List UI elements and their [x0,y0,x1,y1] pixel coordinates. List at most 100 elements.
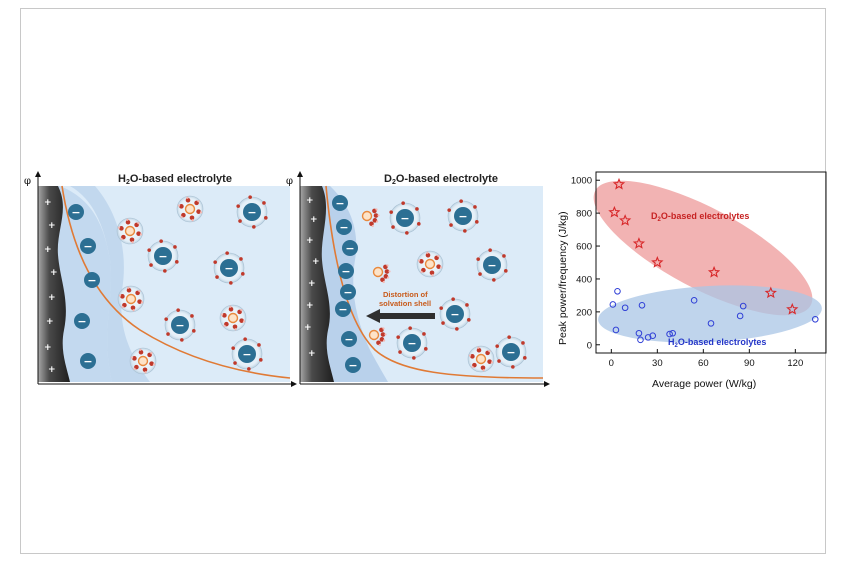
svg-text:−: − [339,221,348,234]
hydrated-cation [129,347,157,375]
svg-text:−: − [87,274,96,287]
hydrated-anion: − [231,337,263,371]
svg-text:−: − [335,197,344,210]
svg-text:−: − [242,348,251,361]
positive-charge: + [48,221,56,231]
positive-charge: + [308,279,316,289]
h2o-data-point [811,315,819,323]
potential-curve [325,185,544,379]
ions: − − − − − − − − − − [68,195,268,375]
electrode [38,186,70,382]
h2o-data-point [666,330,673,338]
hydrated-anion: − [338,263,354,279]
svg-text:−: − [247,206,256,219]
hydrated-anion: − [147,239,179,273]
h2o-data-point [707,320,715,327]
d2o-data-point [707,265,721,278]
phi-axis-label: φ [286,176,293,187]
hydrated-cation [368,327,387,347]
hydrated-cation [117,285,145,313]
phi-axis-label: φ [24,176,31,187]
y-tick-label: 400 [576,274,592,285]
positive-charge: + [312,257,320,267]
hydrated-anion: − [439,297,471,331]
d2o-data-point [608,205,621,218]
d2o-data-point [764,286,777,299]
hydrated-anion: − [476,248,508,282]
svg-text:−: − [407,337,416,350]
h2o-data-point [669,329,676,337]
d2o-data-point [632,237,646,249]
hydrated-cation [116,217,144,245]
annotation-distortion-line2: solvation shell [379,299,431,308]
hydrated-cation [372,264,391,284]
hydrated-anion: − [164,308,196,342]
x-tick-label: 120 [787,358,803,369]
positive-charge: + [48,365,56,375]
svg-text:−: − [343,286,352,299]
hydrated-anion: − [213,251,245,285]
annotation-distortion-line1: Distortion of [383,290,428,299]
hydrated-anion: − [74,313,90,329]
hydrated-anion: − [396,326,428,360]
positive-charge: + [308,349,316,359]
legend-label-d2o: D2O-based electrolytes [651,211,749,223]
h2o-data-point [690,297,698,304]
hydrated-cation [219,304,247,332]
hydrated-cation [176,195,204,223]
x-axis-label: Average power (W/kg) [652,378,756,390]
y-tick-label: 800 [576,209,592,220]
hydrated-anion: − [332,195,348,211]
hydrated-anion: − [342,240,358,256]
svg-text:−: − [175,319,184,332]
h2o-data-point [736,312,744,320]
h2o-data-point [649,332,657,340]
positive-charge: + [46,317,54,327]
panel-title-d2o: D2O-based electrolyte [384,173,498,186]
potential-curve [61,185,291,379]
positive-charge: + [48,293,56,303]
h2o-data-point [609,301,617,308]
hydrated-anion: − [236,195,268,229]
x-tick-label: 30 [652,358,663,369]
positive-charge: + [44,245,52,255]
electrode [300,186,334,382]
hydrated-anion: − [335,301,351,317]
svg-text:−: − [224,262,233,275]
hydrated-anion: − [341,331,357,347]
svg-text:−: − [338,303,347,316]
svg-text:−: − [77,315,86,328]
hydrated-cation [416,250,444,278]
svg-text:−: − [71,206,80,219]
svg-text:−: − [400,212,409,225]
y-tick-label: 200 [576,307,592,318]
hydrated-anion: − [447,199,479,233]
h2o-data-point [612,326,620,334]
h2o-data-point [638,301,646,309]
hydrated-anion: − [68,204,84,220]
positive-charge: + [310,215,318,225]
h2o-data-point [637,336,644,344]
positive-charge: + [44,343,52,353]
positive-charge: + [306,301,314,311]
svg-text:−: − [345,242,354,255]
positive-charge: + [44,198,52,208]
d2o-double-layer-panel: ++++++++ φ D2O-based electrolyte −−−−−−−… [286,171,550,387]
x-tick-label: 90 [744,358,755,369]
ions: −−−−−−−−−−−−−− [332,195,527,373]
hydrated-anion: − [495,335,527,369]
hydrated-anion: − [389,201,421,235]
y-tick-label: 0 [587,340,592,351]
x-tick-label: 0 [609,358,614,369]
hydrated-anion: − [80,238,96,254]
svg-text:−: − [458,210,467,223]
hydrated-anion: − [80,353,96,369]
svg-text:−: − [506,346,515,359]
positive-charge: + [50,268,58,278]
plot-frame [595,171,827,354]
diffuse-layer-band [70,186,150,382]
